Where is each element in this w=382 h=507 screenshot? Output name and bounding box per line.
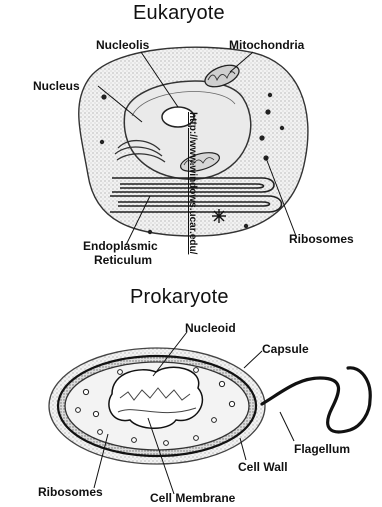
nucleus-label: Nucleus (33, 80, 80, 93)
flagellum (262, 368, 370, 432)
eukaryote-ribosomes-label: Ribosomes (289, 233, 354, 246)
prokaryote-cell (49, 332, 370, 494)
endoplasmic-reticulum-label-line2: Reticulum (94, 254, 152, 267)
nucleolis-label: Nucleolis (96, 39, 149, 52)
cell-membrane-label: Cell Membrane (150, 492, 235, 505)
mitochondria-label: Mitochondria (229, 39, 304, 52)
endoplasmic-reticulum-label-line1: Endoplasmic (83, 240, 158, 253)
nucleoid (109, 367, 203, 428)
source-url: http://www.windows.ucar.edu/ (187, 112, 198, 254)
prokaryote-ribosomes-label: Ribosomes (38, 486, 103, 499)
centriole (212, 209, 226, 223)
flagellum-label: Flagellum (294, 443, 350, 456)
nucleoid-label: Nucleoid (185, 322, 236, 335)
capsule-label: Capsule (262, 343, 309, 356)
cell-wall-label: Cell Wall (238, 461, 288, 474)
eukaryote-title: Eukaryote (133, 2, 225, 25)
prokaryote-title: Prokaryote (130, 286, 229, 309)
